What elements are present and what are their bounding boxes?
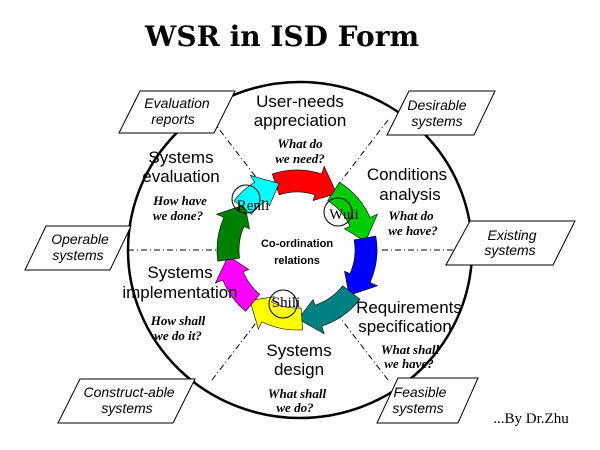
wuli-label: Wuli [329, 207, 358, 223]
desirable-systems-line2: systems [411, 113, 462, 129]
wuli-circle [323, 197, 353, 227]
question-requirements-line1: What shall [381, 342, 440, 357]
output-existing-systems: Existing systems [445, 220, 576, 266]
question-user-needs-line2: we need? [275, 151, 325, 166]
shili-label: Shili [272, 295, 300, 311]
arrow-segment-teal [297, 285, 361, 335]
stage-user-needs-line1: User-needs [256, 92, 344, 111]
stage-systems-implementation: Systems implementation How shall we do i… [122, 263, 237, 343]
existing-systems-box [445, 220, 576, 266]
stage-evaluation-line1: Systems [148, 148, 213, 167]
arrow-ring [214, 165, 379, 335]
desirable-systems-line1: Desirable [407, 97, 466, 113]
author-credit: ...By Dr.Zhu [493, 411, 569, 427]
existing-systems-line2: systems [484, 242, 535, 258]
stage-conditions-analysis: Conditions analysis What do we have? [367, 165, 447, 238]
divider-upper-left [211, 119, 263, 186]
constructable-systems-box [57, 378, 196, 424]
question-implementation-line1: How shall [150, 313, 206, 328]
output-evaluation-reports: Evaluation reports [118, 90, 236, 134]
stage-evaluation-line2: evaluation [142, 167, 220, 186]
question-evaluation-line2: we done? [153, 208, 204, 223]
constructable-systems-line1: Construct-able [83, 384, 174, 400]
output-feasible-systems: Feasible systems [376, 377, 479, 424]
renli-circle [231, 184, 261, 214]
arrow-segment-red [271, 165, 338, 201]
renli-label: Renli [237, 198, 270, 214]
shili-circle [268, 289, 298, 319]
question-user-needs-line1: What do [277, 136, 323, 151]
center-label-line2: relations [274, 255, 320, 267]
desirable-systems-box [386, 90, 496, 136]
feasible-systems-line2: systems [392, 400, 443, 416]
evaluation-reports-line1: Evaluation [144, 95, 210, 111]
arrow-segment-blue [344, 235, 379, 296]
arrow-segment-cyan [233, 174, 280, 215]
operable-systems-box [24, 225, 132, 271]
stage-implementation-line1: Systems [147, 263, 212, 282]
operable-systems-line2: systems [52, 247, 103, 263]
feasible-systems-box [376, 377, 479, 424]
output-desirable-systems: Desirable systems [386, 90, 496, 136]
evaluation-reports-line2: reports [151, 111, 195, 127]
output-operable-systems: Operable systems [24, 225, 132, 271]
divider-lower-right [337, 314, 389, 381]
divider-upper-right [337, 119, 389, 186]
constructable-systems-line2: systems [101, 400, 152, 416]
stage-design-line2: design [274, 360, 324, 379]
evaluation-reports-box [118, 90, 236, 134]
existing-systems-line1: Existing [487, 227, 536, 243]
question-design-line1: What shall [268, 386, 327, 401]
stage-implementation-line2: implementation [122, 283, 237, 302]
stage-user-needs: User-needs appreciation What do we need? [254, 92, 347, 166]
question-conditions-line2: we have? [388, 223, 438, 238]
center-label-line1: Co-ordination [261, 238, 333, 250]
question-implementation-line2: we do it? [154, 328, 202, 343]
stage-systems-design: Systems design What shall we do? [266, 341, 331, 415]
divider-lower-left [211, 314, 263, 381]
stage-conditions-line1: Conditions [367, 165, 447, 184]
question-evaluation-line1: How have [152, 193, 207, 208]
operable-systems-line1: Operable [51, 231, 109, 247]
stage-requirements-line2: specification [358, 317, 452, 336]
stage-user-needs-line2: appreciation [254, 111, 347, 130]
question-design-line2: we do? [276, 400, 314, 415]
stage-requirements-specification: Requirements specification What shall we… [356, 298, 462, 371]
stage-requirements-line1: Requirements [356, 298, 462, 317]
question-requirements-line2: we have? [384, 356, 434, 371]
question-conditions-line1: What do [388, 208, 434, 223]
stage-conditions-line2: analysis [379, 185, 440, 204]
stage-systems-evaluation: Systems evaluation How have we done? [142, 148, 220, 223]
feasible-systems-line1: Feasible [394, 384, 447, 400]
stage-design-line1: Systems [266, 341, 331, 360]
diagram-title: WSR in ISD Form [144, 20, 419, 53]
arrow-segment-dark-green [215, 204, 250, 262]
output-constructable-systems: Construct-able systems [57, 378, 196, 424]
